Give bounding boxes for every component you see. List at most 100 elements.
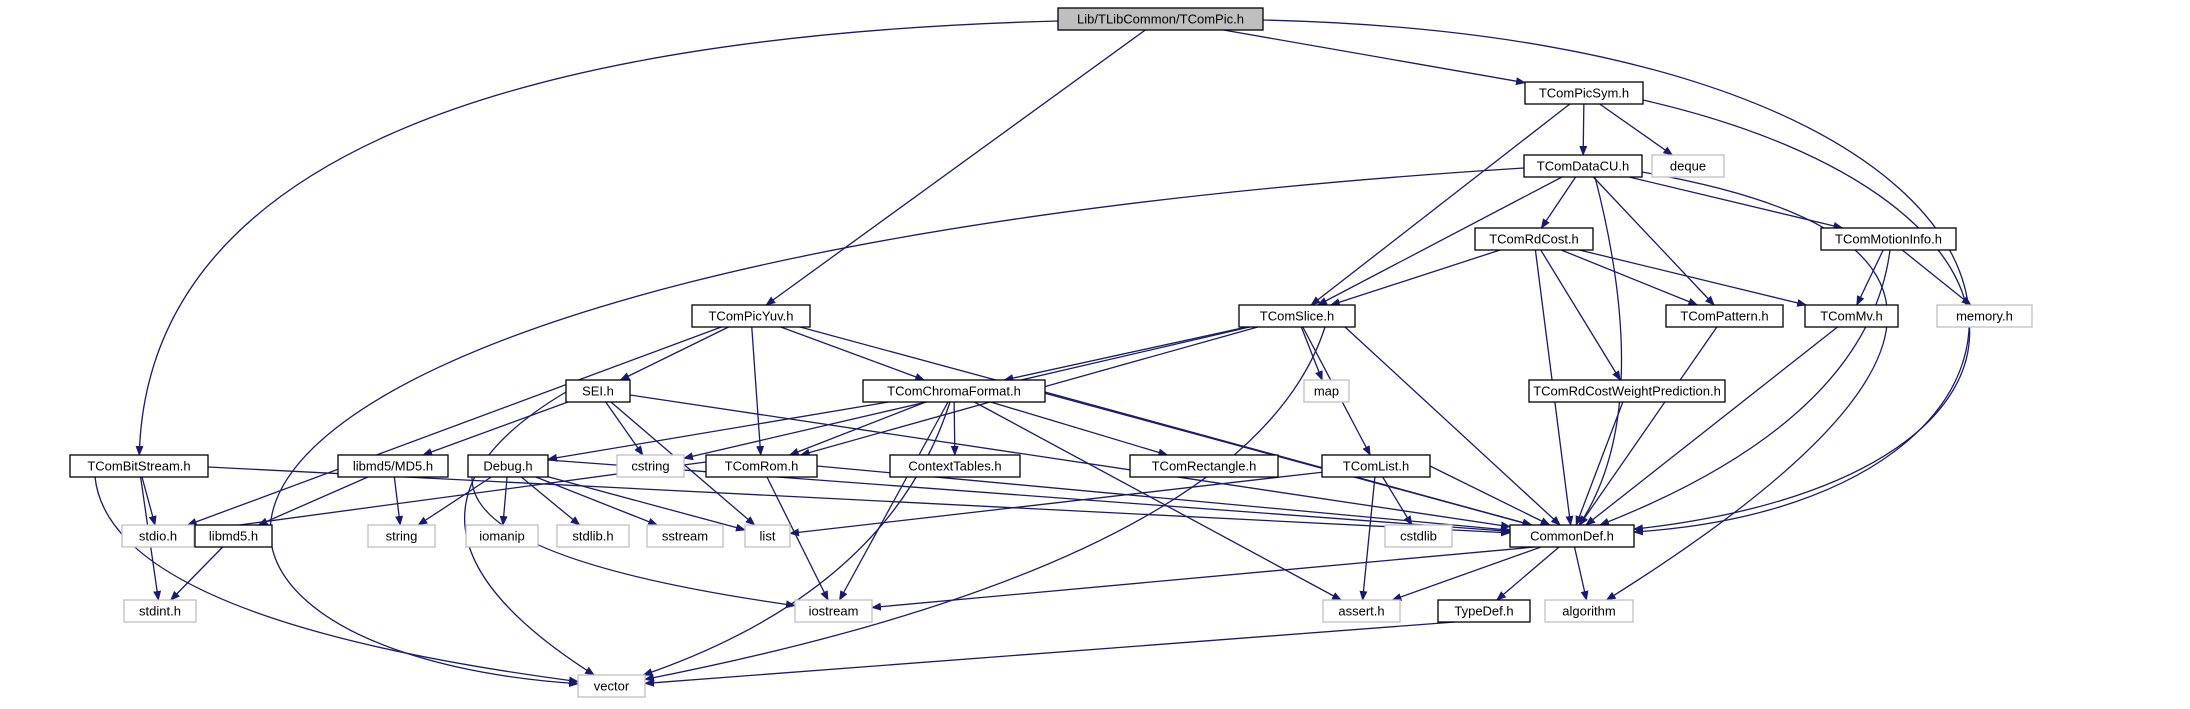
node-tcomchroma[interactable]: TComChromaFormat.h xyxy=(862,379,1046,403)
edge-sei-to-cstring xyxy=(605,401,644,456)
node-label-tcomrdcost: TComRdCost.h xyxy=(1489,232,1579,247)
edge-tcomrom-to-iostream xyxy=(766,476,829,601)
node-box-vector xyxy=(577,674,646,698)
edge-tcomrdcost-to-tcomrdcostwp xyxy=(1540,249,1621,381)
node-iostream: iostream xyxy=(794,599,873,623)
node-label-sstream: sstream xyxy=(662,529,708,544)
node-tcomslice[interactable]: TComSlice.h xyxy=(1238,304,1356,328)
node-commondef[interactable]: CommonDef.h xyxy=(1509,524,1635,548)
edge-tcomlist-to-commondef xyxy=(1429,465,1551,526)
node-box-tcompicsym xyxy=(1524,81,1644,105)
edge-tcomlist-to-asserth xyxy=(1359,476,1376,601)
node-label-tcomchroma: TComChromaFormat.h xyxy=(887,384,1021,399)
node-tcommotioninfo[interactable]: TComMotionInfo.h xyxy=(1820,227,1957,251)
node-box-tcompic xyxy=(1057,7,1264,31)
node-box-list xyxy=(744,524,791,548)
edge-tcommotioninfo-to-commondef xyxy=(1599,249,1891,526)
node-libmd5md5[interactable]: libmd5/MD5.h xyxy=(337,454,449,478)
node-label-tcombitstream: TComBitStream.h xyxy=(87,459,190,474)
node-tcomlist[interactable]: TComList.h xyxy=(1321,454,1431,478)
node-box-deque xyxy=(1651,154,1725,178)
node-tcomrectangle[interactable]: TComRectangle.h xyxy=(1129,454,1279,478)
node-tcompicsym[interactable]: TComPicSym.h xyxy=(1524,81,1644,105)
node-tcommv[interactable]: TComMv.h xyxy=(1804,304,1899,328)
node-label-stdlibh: stdlib.h xyxy=(572,529,613,544)
node-box-tcommotioninfo xyxy=(1820,227,1957,251)
edge-tcompicsym-to-tcomdatacu xyxy=(1579,103,1588,156)
edge-commondef-to-typedef xyxy=(1496,546,1560,601)
edge-tcomdatacu-to-vector xyxy=(269,167,1525,688)
node-label-tcommv: TComMv.h xyxy=(1820,309,1883,324)
node-label-tcomrdcostwp: TComRdCostWeightPrediction.h xyxy=(1533,384,1721,399)
node-box-stdinth xyxy=(123,599,197,623)
edge-commondef-to-algorithm xyxy=(1573,546,1589,601)
node-iomanip: iomanip xyxy=(465,524,539,548)
edge-tcombitstream-to-commondef xyxy=(207,466,1511,537)
node-box-tcomrdcostwp xyxy=(1528,379,1726,403)
edge-debug-to-iomanip xyxy=(499,476,508,526)
edge-tcomdatacu-to-tcomslice xyxy=(1317,176,1563,306)
node-label-stdinth: stdint.h xyxy=(139,604,181,619)
node-box-tcompattern xyxy=(1665,304,1784,328)
edge-tcomdatacu-to-tcompattern xyxy=(1592,176,1715,306)
edge-tcompic-to-commondef xyxy=(1262,19,1970,536)
node-label-string: string xyxy=(386,529,418,544)
node-libmd5[interactable]: libmd5.h xyxy=(194,524,273,548)
node-label-commondef: CommonDef.h xyxy=(1530,529,1614,544)
edge-tcompattern-to-commondef xyxy=(1579,326,1718,526)
node-tcomdatacu[interactable]: TComDataCU.h xyxy=(1523,154,1643,178)
node-box-libmd5 xyxy=(194,524,273,548)
node-tcombitstream[interactable]: TComBitStream.h xyxy=(69,454,209,478)
node-label-iostream: iostream xyxy=(809,604,859,619)
edge-tcommv-to-commondef xyxy=(1585,326,1838,526)
edges-layer xyxy=(94,19,1972,688)
node-box-algorithm xyxy=(1544,599,1634,623)
node-typedef[interactable]: TypeDef.h xyxy=(1437,599,1531,623)
edge-tcomslice-to-vector xyxy=(644,326,1326,682)
node-tcomrdcost[interactable]: TComRdCost.h xyxy=(1474,227,1594,251)
edge-tcomrdcost-to-tcompattern xyxy=(1560,249,1699,306)
node-box-stdioh xyxy=(121,524,195,548)
node-map: map xyxy=(1303,379,1350,403)
node-label-libmd5: libmd5.h xyxy=(209,529,258,544)
node-label-tcomdatacu: TComDataCU.h xyxy=(1537,159,1629,174)
nodes-layer: Lib/TLibCommon/TComPic.hTComPicSym.hdequ… xyxy=(69,7,2033,698)
edge-tcomdatacu-to-tcomrdcost xyxy=(1540,176,1577,229)
node-tcompattern[interactable]: TComPattern.h xyxy=(1665,304,1784,328)
node-stdlibh: stdlib.h xyxy=(556,524,630,548)
node-contexttables[interactable]: ContextTables.h xyxy=(889,454,1021,478)
edge-tcompic-to-tcompicsym xyxy=(1223,29,1526,86)
node-box-tcomrom xyxy=(705,454,818,478)
node-sei[interactable]: SEI.h xyxy=(565,379,631,403)
edge-tcomlist-to-list xyxy=(789,471,1323,537)
edge-tcompicyuv-to-stdioh xyxy=(186,326,722,526)
node-tcomrdcostwp[interactable]: TComRdCostWeightPrediction.h xyxy=(1528,379,1726,403)
node-box-sei xyxy=(565,379,631,403)
node-tcompicyuv[interactable]: TComPicYuv.h xyxy=(691,304,811,328)
node-box-tcomrdcost xyxy=(1474,227,1594,251)
node-tcomrom[interactable]: TComRom.h xyxy=(705,454,818,478)
edge-debug-to-iostream xyxy=(471,476,796,609)
node-tcompic[interactable]: Lib/TLibCommon/TComPic.h xyxy=(1057,7,1264,31)
node-box-tcommv xyxy=(1804,304,1899,328)
edge-tcombitstream-to-stdioh xyxy=(141,476,157,526)
edge-tcompicyuv-to-sei xyxy=(619,326,729,381)
node-box-contexttables xyxy=(889,454,1021,478)
node-label-algorithm: algorithm xyxy=(1562,604,1615,619)
node-box-tcomslice xyxy=(1238,304,1356,328)
edge-tcompicsym-to-tcomslice xyxy=(1310,103,1571,306)
node-box-memoryh xyxy=(1936,304,2033,328)
node-debug[interactable]: Debug.h xyxy=(467,454,549,478)
edge-sei-to-vector xyxy=(464,391,596,676)
edge-tcomchroma-to-commondef xyxy=(1044,391,1533,527)
edge-tcomslice-to-tcomchroma xyxy=(1003,326,1247,382)
node-box-asserth xyxy=(1322,599,1401,623)
node-box-debug xyxy=(467,454,549,478)
edge-tcomchroma-to-tcomrom xyxy=(788,401,927,456)
edge-libmd5md5-to-string xyxy=(393,476,404,526)
edge-tcomchroma-to-asserth xyxy=(974,401,1343,601)
edge-tcomrdcost-to-tcommv xyxy=(1579,249,1808,307)
node-label-vector: vector xyxy=(594,679,630,694)
node-box-tcombitstream xyxy=(69,454,209,478)
node-vector: vector xyxy=(577,674,646,698)
